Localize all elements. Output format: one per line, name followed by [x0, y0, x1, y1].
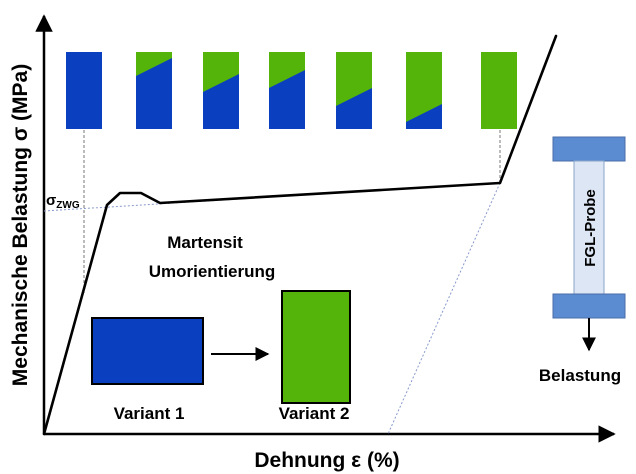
specimen-top-grip: [552, 136, 626, 162]
variant2-block: [281, 290, 351, 404]
variant-sequence: [66, 52, 517, 129]
x-axis-label: Dehnung ε (%): [254, 449, 399, 472]
specimen-label: FGL-Probe: [582, 189, 599, 267]
variant-box-4: [269, 52, 305, 129]
variant-box-3: [203, 52, 239, 129]
variant-box-7: [481, 52, 517, 129]
y-axis-label: Mechanische Belastung σ (MPa): [9, 64, 32, 386]
specimen-bottom-grip: [552, 293, 626, 319]
phase-label-line2: Umorientierung: [149, 262, 276, 281]
phase-label-line1: Martensit: [167, 233, 243, 252]
variant-box-1: [66, 52, 102, 129]
unloading-guide-line: [387, 182, 501, 435]
fgl-specimen: FGL-Probe Belastung: [539, 136, 626, 385]
variant-box-6: [406, 52, 442, 129]
variant1-label: Variant 1: [114, 404, 185, 423]
guide-lines: [43, 182, 501, 435]
sigma-symbol: σ: [46, 192, 56, 209]
drop-lines: [83, 130, 501, 295]
variant-box-2: [136, 52, 172, 129]
stress-strain-curve: [42, 34, 558, 436]
specimen-body: [573, 160, 605, 295]
sigma-zwg-label: σZWG: [46, 192, 80, 211]
variant-box-5: [336, 52, 372, 129]
sigma-subscript: ZWG: [56, 200, 80, 211]
variant1-block: [91, 317, 204, 385]
variant2-label: Variant 2: [279, 404, 350, 423]
load-label: Belastung: [539, 366, 621, 385]
